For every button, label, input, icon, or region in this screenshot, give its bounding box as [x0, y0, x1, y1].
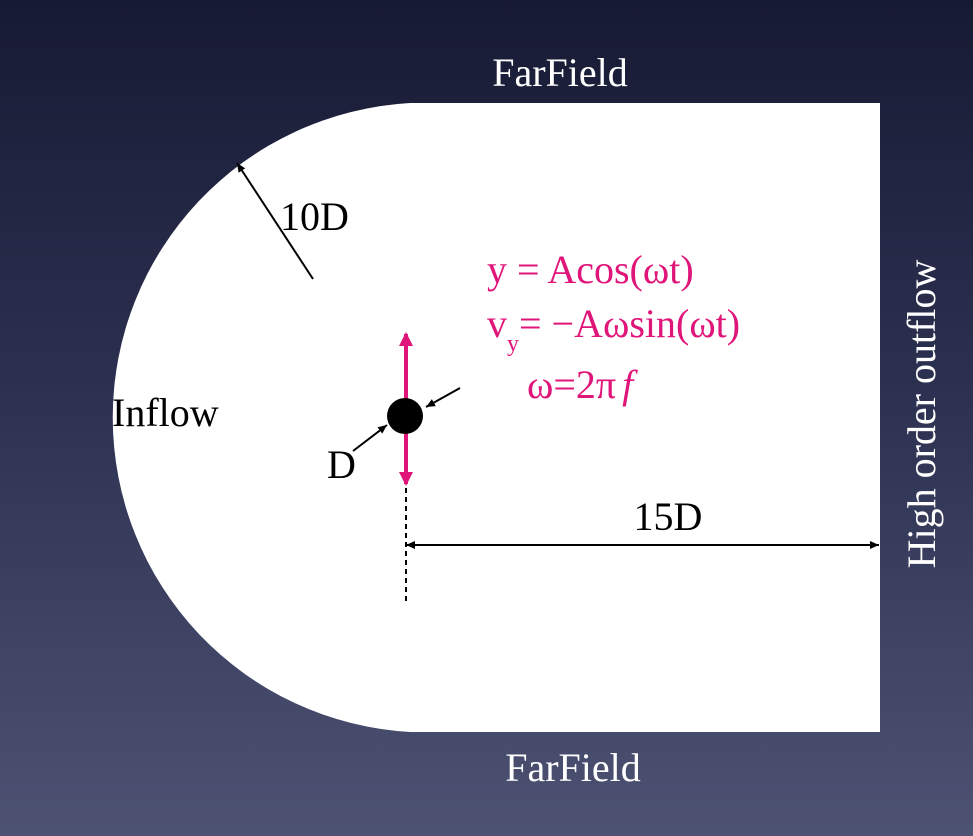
omega-lhs: ω=2π — [527, 362, 616, 407]
farfield-top-label: FarField — [492, 50, 628, 95]
velocity-equation: vy= −Aωsin(ωt) — [487, 301, 740, 357]
diameter-arrow-lower — [352, 424, 388, 452]
diameter-label: D — [327, 442, 356, 487]
position-equation: y = Acos(ωt) — [487, 247, 694, 292]
velocity-subscript: y — [507, 331, 519, 357]
outflow-label: High order outflow — [899, 259, 944, 568]
velocity-symbol: v — [487, 301, 507, 346]
diameter-arrow-upper — [425, 387, 461, 408]
radius-label: 10D — [280, 194, 349, 239]
computational-domain — [112, 103, 880, 732]
velocity-rhs: = −Aωsin(ωt) — [519, 301, 740, 346]
inflow-label: Inflow — [112, 390, 219, 435]
farfield-bottom-label: FarField — [505, 745, 641, 790]
cylinder — [387, 398, 423, 434]
length-label: 15D — [634, 494, 703, 539]
radius-arrow — [236, 162, 314, 280]
